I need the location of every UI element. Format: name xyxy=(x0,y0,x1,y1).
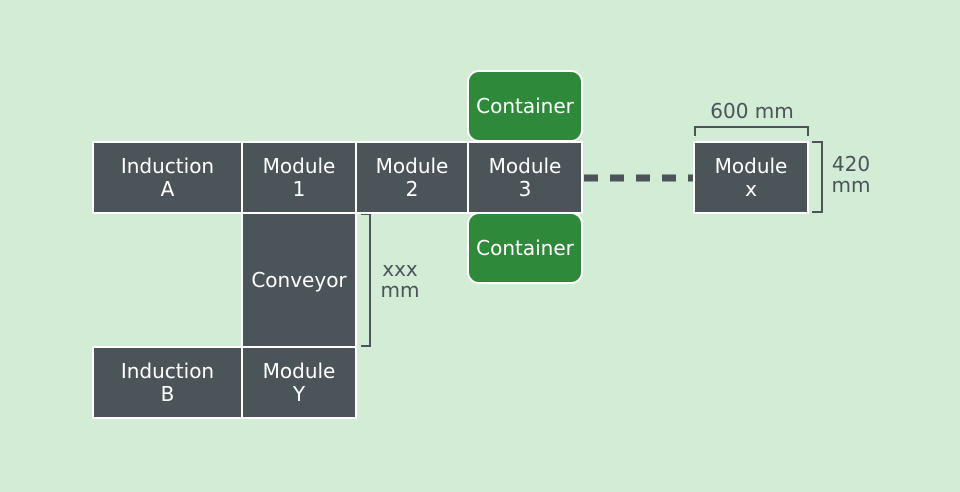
conveyor-length-bracket xyxy=(361,213,371,347)
module-2-line1: Module xyxy=(375,153,449,178)
conveyor-length-value: xxx xyxy=(382,257,418,281)
induction-b-block: Induction B xyxy=(92,346,243,419)
module-3-line1: Module xyxy=(488,153,562,178)
conveyor-length-unit: mm xyxy=(380,278,420,302)
induction-b-line2: B xyxy=(160,381,175,406)
module-width-label: 600 mm xyxy=(695,101,809,122)
module-1-line2: 1 xyxy=(292,176,306,201)
width-bracket xyxy=(694,126,809,136)
module-y-line1: Module xyxy=(262,358,336,383)
induction-a-line1: Induction xyxy=(120,153,215,178)
module-x-line1: Module xyxy=(714,153,788,178)
module-3-block: Module 3 xyxy=(467,141,583,214)
container-bottom-label: Container xyxy=(476,235,574,260)
module-2-line2: 2 xyxy=(405,176,419,201)
container-bottom: Container xyxy=(467,212,583,284)
container-top: Container xyxy=(467,70,583,142)
induction-a-block: Induction A xyxy=(92,141,243,214)
module-y-block: Module Y xyxy=(241,346,357,419)
height-bracket xyxy=(812,141,823,213)
module-2-block: Module 2 xyxy=(355,141,469,214)
module-x-block: Module x xyxy=(693,141,809,214)
container-top-label: Container xyxy=(476,93,574,118)
module-1-line1: Module xyxy=(262,153,336,178)
conveyor-length-label: xxx mm xyxy=(374,259,426,301)
module-height-unit: mm xyxy=(831,173,871,197)
module-1-block: Module 1 xyxy=(241,141,357,214)
conveyor-block: Conveyor xyxy=(241,212,357,349)
module-height-value: 420 xyxy=(831,152,871,176)
conveyor-label: Conveyor xyxy=(251,268,347,292)
induction-a-line2: A xyxy=(160,176,175,201)
module-height-label: 420 mm xyxy=(826,154,876,196)
module-x-line2: x xyxy=(745,176,757,201)
induction-b-line1: Induction xyxy=(120,358,215,383)
module-3-line2: 3 xyxy=(518,176,532,201)
module-y-line2: Y xyxy=(292,381,306,406)
module-width-value: 600 mm xyxy=(710,99,794,123)
